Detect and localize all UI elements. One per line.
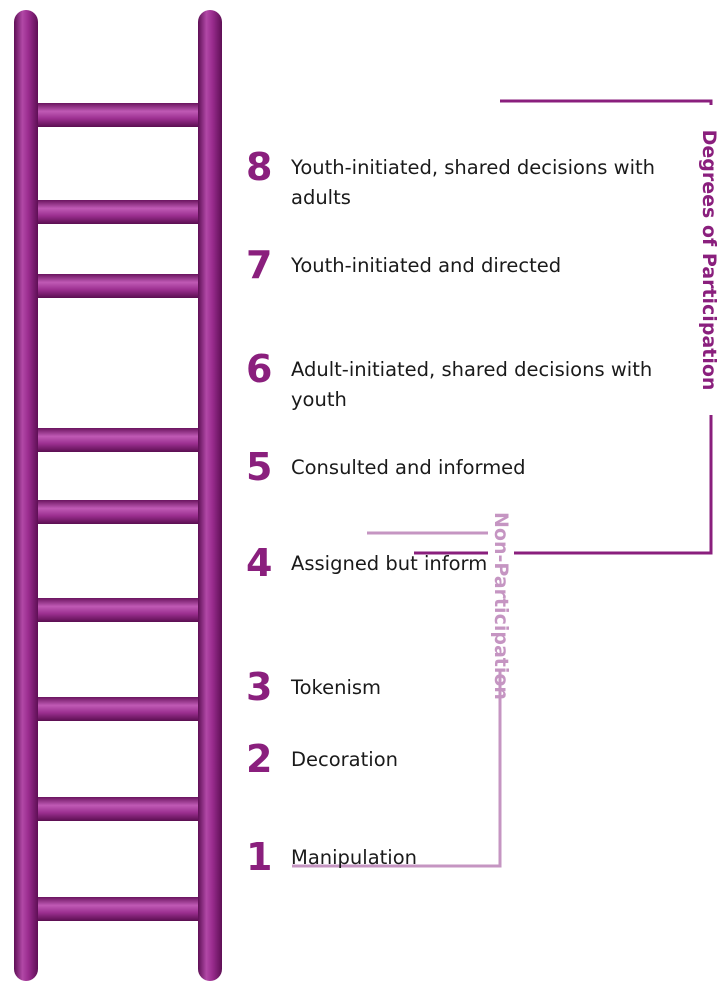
step-number: 7 (246, 243, 273, 287)
step-label: Tokenism (291, 676, 382, 699)
participation-bracket-label: Degrees of Participation (696, 105, 722, 415)
ladder-rung (22, 200, 212, 224)
ladder-rung (22, 797, 212, 821)
ladder-rung (22, 274, 212, 298)
step-number: 5 (246, 445, 273, 489)
step-number: 6 (246, 347, 273, 391)
step-number: 8 (246, 145, 273, 189)
ladder-rung (22, 897, 212, 921)
step-label: Manipulation (291, 846, 418, 869)
step-number: 2 (246, 737, 273, 781)
ladder-left-rail (14, 10, 38, 981)
step-number: 3 (246, 665, 273, 709)
ladder-right-rail (198, 10, 222, 981)
step-label: Consulted and informed (291, 456, 526, 479)
step-label: Youth-initiated and directed (291, 254, 562, 277)
ladder-rungs (22, 103, 212, 921)
step-label: Decoration (291, 748, 398, 771)
step-label: Assigned but informed (291, 552, 512, 575)
step-label: Adult-initiated, shared decisions with y… (291, 358, 653, 411)
ladder-rung (22, 500, 212, 524)
ladder-rung (22, 697, 212, 721)
step-label: Youth-initiated, shared decisions with a… (291, 156, 656, 209)
ladder-rung (22, 598, 212, 622)
non-participation-bracket (292, 531, 502, 868)
step-number: 4 (246, 541, 273, 585)
non-participation-bracket-label: Non-Participation (488, 512, 514, 700)
step-number: 1 (246, 835, 273, 879)
ladder-rung (22, 103, 212, 127)
ladder-rung (22, 428, 212, 452)
